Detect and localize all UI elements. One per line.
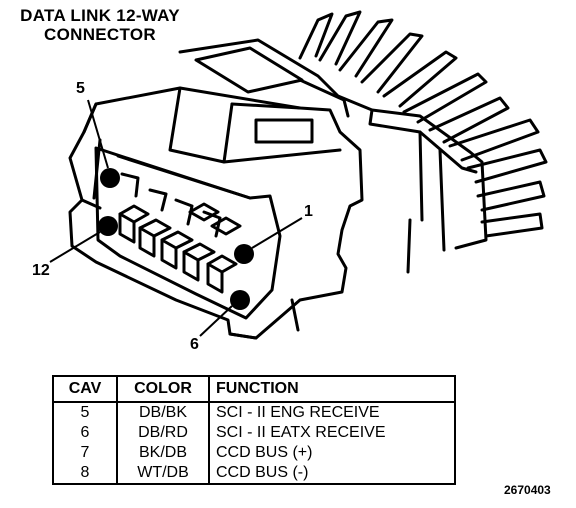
cell-color: DB/RD <box>116 423 210 443</box>
pin-12 <box>98 216 118 236</box>
table-row: 6 DB/RD SCI - II EATX RECEIVE <box>52 423 456 443</box>
table-row: 5 DB/BK SCI - II ENG RECEIVE <box>52 401 456 423</box>
cell-function: SCI - II EATX RECEIVE <box>208 423 456 443</box>
column-header-color: COLOR <box>116 375 210 403</box>
table-row: 8 WT/DB CCD BUS (-) <box>52 463 456 485</box>
column-header-cav: CAV <box>52 375 118 403</box>
title-line-1: DATA LINK 12-WAY <box>20 6 180 25</box>
pin-function-table: CAV COLOR FUNCTION 5 DB/BK SCI - II ENG … <box>52 375 456 485</box>
leader-line-5 <box>87 99 109 169</box>
cell-color: WT/DB <box>116 463 210 485</box>
pin-6 <box>230 290 250 310</box>
cell-function: CCD BUS (+) <box>208 443 456 463</box>
wire-bundle <box>298 10 548 238</box>
table-row: 7 BK/DB CCD BUS (+) <box>52 443 456 463</box>
leader-line-6 <box>199 305 233 337</box>
cell-color: BK/DB <box>116 443 210 463</box>
table-header-row: CAV COLOR FUNCTION <box>52 375 456 403</box>
pin-label-12: 12 <box>32 262 50 279</box>
cell-cav: 6 <box>52 423 118 443</box>
cell-cav: 5 <box>52 401 118 423</box>
connector-illustration <box>49 10 548 340</box>
cell-color: DB/BK <box>116 401 210 423</box>
leader-line-12 <box>49 231 101 263</box>
pin-label-6: 6 <box>190 336 199 353</box>
cell-function: CCD BUS (-) <box>208 463 456 485</box>
pin-1 <box>234 244 254 264</box>
leader-line-1 <box>251 217 303 249</box>
column-header-function: FUNCTION <box>208 375 456 403</box>
cell-function: SCI - II ENG RECEIVE <box>208 401 456 423</box>
figure-id: 2670403 <box>504 483 551 497</box>
cell-cav: 8 <box>52 463 118 485</box>
diagram-title: DATA LINK 12-WAY CONNECTOR <box>10 6 190 44</box>
title-line-2: CONNECTOR <box>44 25 156 44</box>
pin-label-5: 5 <box>76 80 85 97</box>
cavity-grid <box>94 146 282 320</box>
cell-cav: 7 <box>52 443 118 463</box>
pin-label-1: 1 <box>304 203 313 220</box>
rear-housing <box>178 38 488 274</box>
pin-5 <box>100 168 120 188</box>
